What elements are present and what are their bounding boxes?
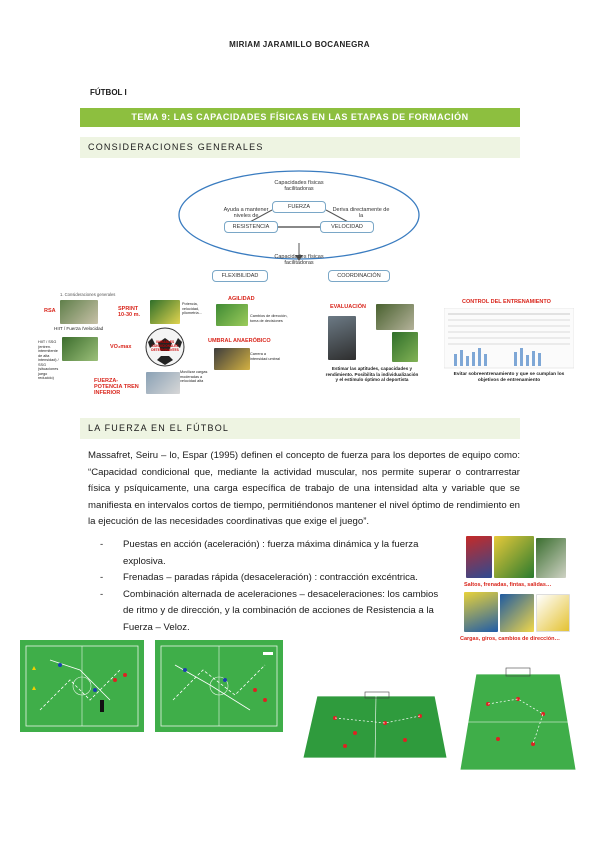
section-heading-general: CONSIDERACIONES GENERALES — [80, 137, 520, 158]
soccer-ball-icon — [145, 327, 185, 367]
control-table-chart — [444, 308, 574, 369]
side-photo-6 — [536, 594, 570, 632]
control-note: Evitar sobreentrenamiento y que se cumpl… — [453, 372, 565, 383]
evaluacion-photo-1 — [328, 316, 356, 360]
diagram-bottom-caption: Capacidades físicas facilitadoras — [274, 254, 324, 267]
variables-collage: 1. Consideraciones generales RSA HIIT / … — [38, 292, 424, 402]
agilidad-photo — [216, 304, 248, 326]
bullet-dash: - — [100, 572, 104, 583]
bullet-text: Frenadas – paradas rápida (desaceleració… — [123, 572, 418, 583]
ball-center-label: VARIABLES CONDICIONALES DETERMINANTES — [151, 340, 179, 352]
diagram-box-fuerza: FUERZA — [272, 201, 326, 213]
fuerza-bullet-list: - Puestas en acción (aceleración) : fuer… — [100, 537, 440, 636]
bullet-dash: - — [100, 588, 104, 600]
capacities-diagram: Capacidades físicas facilitadoras FUERZA… — [168, 163, 430, 289]
diagram-ellipse — [178, 170, 420, 261]
diagram-right-note: Deriva directamente de la — [332, 207, 390, 220]
side-photo-3 — [536, 538, 566, 578]
label-fuerza-potencia: FUERZA-POTENCIA TREN INFERIOR — [94, 378, 139, 397]
side-photos: Saltos, frenadas, fintas, salidas… Carga… — [460, 536, 578, 648]
sprint-note: Potencia, velocidad, pliometría… — [182, 302, 203, 316]
side-photo-1 — [466, 536, 492, 578]
pitch-3-svg — [295, 678, 450, 764]
umbral-note: Carrera a intensidad umbral — [250, 352, 280, 361]
collage-header-note: 1. Consideraciones generales — [60, 292, 116, 297]
pitch-diagram-2 — [155, 640, 283, 732]
list-item: - Combinación alternada de aceleraciones… — [100, 587, 440, 637]
label-vo2max: VO₂max — [110, 344, 132, 350]
rsa-photo — [60, 300, 98, 324]
fuerza-definition-paragraph: Massafret, Seiru – lo, Espar (1995) defi… — [88, 450, 520, 527]
side-photo-5 — [500, 594, 534, 632]
author-name: MIRIAM JARAMILLO BOCANEGRA — [229, 40, 370, 49]
mover-cargas-note: Movilizar cargas moderadas a velocidad a… — [180, 370, 208, 384]
bullet-text: Combinación alternada de aceleraciones –… — [123, 588, 439, 633]
fuerza-photo — [146, 372, 180, 394]
training-control-panel: CONTROL DEL ENTRENAMIENTO Evitar sobreen… — [440, 292, 575, 402]
evaluacion-note: Estimar las aptitudes, capacidades y ren… — [325, 366, 419, 382]
topic-title: TEMA 9: LAS CAPACIDADES FÍSICAS EN LAS E… — [80, 108, 520, 127]
hit2-note: HIIT / SSG (entren. intermitente de alta… — [38, 340, 59, 381]
pitch-diagram-3 — [295, 678, 450, 764]
diagram-box-resistencia: RESISTENCIA — [224, 221, 278, 233]
label-control: CONTROL DEL ENTRENAMIENTO — [462, 299, 551, 305]
section-heading-fuerza: LA FUERZA EN EL FÚTBOL — [80, 418, 520, 439]
pitch-2-svg — [155, 640, 283, 732]
diagram-top-caption: Capacidades físicas facilitadoras — [274, 180, 324, 193]
diagram-box-flexibilidad: FLEXIBILIDAD — [212, 270, 268, 282]
hit-note: HIIT / Fuerza /Velocidad — [54, 326, 104, 331]
label-rsa: RSA — [44, 308, 56, 314]
list-item: - Frenadas – paradas rápida (desacelerac… — [100, 570, 440, 587]
sprint-photo — [150, 300, 180, 324]
pitch-4-svg — [458, 664, 578, 772]
evaluacion-photo-2 — [376, 304, 414, 330]
evaluacion-photo-3 — [392, 332, 418, 362]
caption-saltos: Saltos, frenadas, fintas, salidas… — [464, 582, 552, 588]
side-photo-2 — [494, 536, 534, 578]
ssg-photo — [62, 337, 98, 361]
label-sprint: SPRINT 10-30 m. — [118, 306, 141, 319]
umbral-photo — [214, 348, 250, 370]
diagram-left-note: Ayuda a mantener niveles de — [223, 207, 269, 220]
pitch-1-svg — [20, 640, 144, 732]
label-agilidad: AGILIDAD — [228, 296, 255, 302]
diagram-box-velocidad: VELOCIDAD — [320, 221, 374, 233]
pitch-diagram-1 — [20, 640, 144, 732]
list-item: - Puestas en acción (aceleración) : fuer… — [100, 537, 440, 570]
pitch-diagram-4 — [458, 664, 578, 772]
bullet-text: Puestas en acción (aceleración) : fuerza… — [123, 539, 419, 567]
caption-cargas: Cargas, giros, cambios de dirección… — [460, 636, 560, 642]
bullet-dash: - — [100, 539, 104, 550]
label-evaluacion: EVALUACIÓN — [330, 304, 366, 310]
label-umbral: UMBRAL ANAERÓBICO — [208, 338, 271, 344]
agilidad-note: Cambios de dirección, toma de decisiones — [250, 314, 288, 323]
subject-title: FÚTBOL I — [90, 88, 127, 97]
side-photo-4 — [464, 592, 498, 632]
diagram-box-coordinacion: COORDINACIÓN — [328, 270, 390, 282]
